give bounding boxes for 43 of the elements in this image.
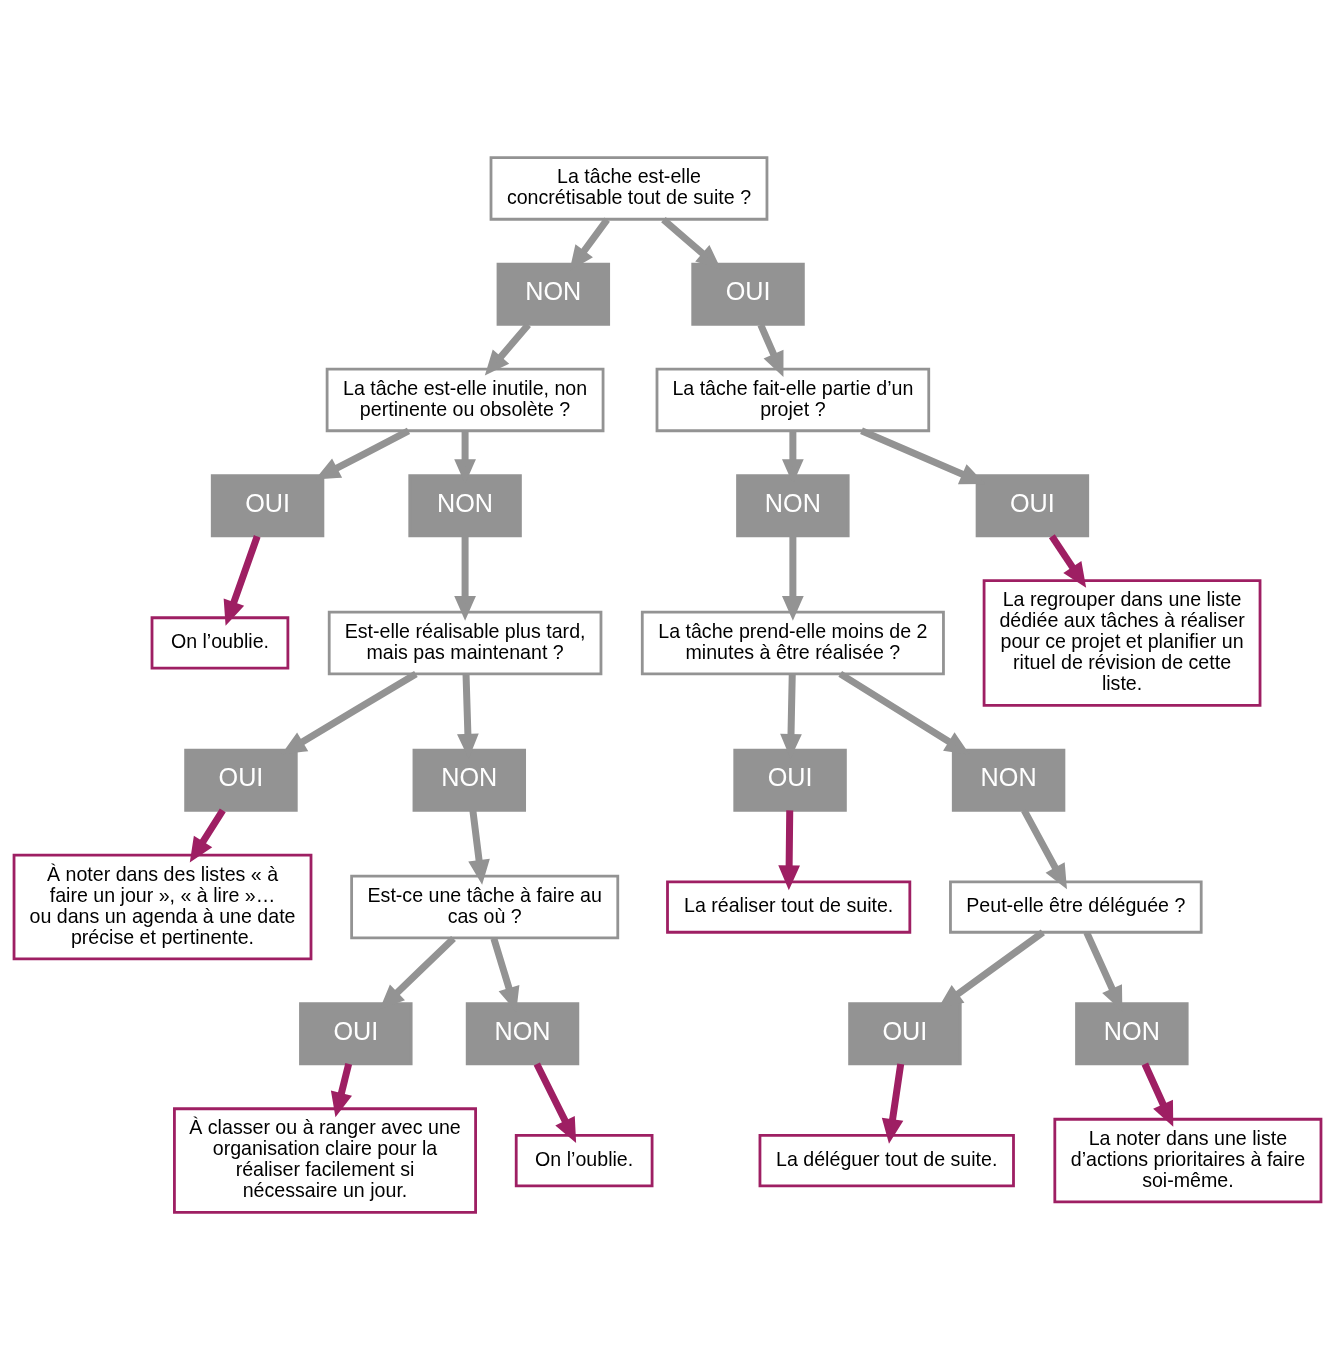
node-box: NON	[951, 748, 1066, 812]
node-box: À classer ou à ranger avec une organisation claire pour la réaliser facilement si nécessaire un jour.	[173, 1107, 477, 1214]
node-box: La noter dans une liste d’actions prioritaires à faire soi-même.	[1053, 1117, 1323, 1204]
arrow	[757, 323, 784, 377]
node-box: OUI	[210, 474, 325, 538]
node-box: NON	[408, 474, 522, 538]
node-box: Est-ce une tâche à faire au cas où ?	[350, 874, 620, 940]
node-box: La déléguer tout de suite.	[758, 1133, 1015, 1188]
arrow	[778, 810, 800, 891]
node-box: OUI	[848, 1002, 962, 1066]
arrow	[533, 1062, 577, 1143]
arrow	[454, 536, 476, 621]
node-box: La tâche est-elle concrétisable tout de suite ?	[489, 156, 769, 221]
arrow	[468, 809, 490, 885]
arrow	[782, 536, 804, 621]
node-box: La regrouper dans une liste dédiée aux tâches à réaliser pour ce projet et planifier un rituel de révision de cette liste.	[982, 579, 1262, 707]
node-box: À noter dans des listes « à faire un jour », « à lire »… ou dans un agenda à une date précise et pertinente.	[12, 853, 313, 961]
node-box: OUI	[184, 748, 298, 812]
node-box: La tâche fait-elle partie d’un projet ?	[655, 367, 931, 433]
arrow	[1021, 808, 1067, 890]
node-box: NON	[412, 748, 526, 812]
node-box: NON	[736, 474, 850, 538]
node-box: La tâche prend-elle moins de 2 minutes à être réalisée ?	[640, 610, 945, 676]
node-box: Peut-elle être déléguée ?	[949, 880, 1203, 934]
node-box: On l’oublie.	[514, 1133, 654, 1188]
node-box: OUI	[691, 262, 805, 326]
node-box: La tâche est-elle inutile, non pertinente ou obsolète ?	[325, 367, 605, 433]
arrow	[484, 322, 531, 376]
node-box: NON	[1075, 1002, 1189, 1066]
arrow	[223, 535, 261, 626]
node-box: OUI	[299, 1002, 413, 1066]
arrow	[881, 1063, 905, 1144]
node-box: OUI	[733, 748, 847, 812]
node-box: On l’oublie.	[150, 616, 290, 670]
arrow	[189, 808, 226, 863]
arrow	[1048, 534, 1087, 588]
arrow	[330, 1063, 353, 1118]
node-box: OUI	[975, 474, 1090, 538]
node-box: Est-elle réalisable plus tard, mais pas maintenant ?	[327, 610, 603, 676]
arrow	[1141, 1062, 1174, 1127]
node-box: La réaliser tout de suite.	[666, 880, 912, 934]
node-box: NON	[496, 262, 611, 326]
node-box: NON	[465, 1002, 580, 1066]
